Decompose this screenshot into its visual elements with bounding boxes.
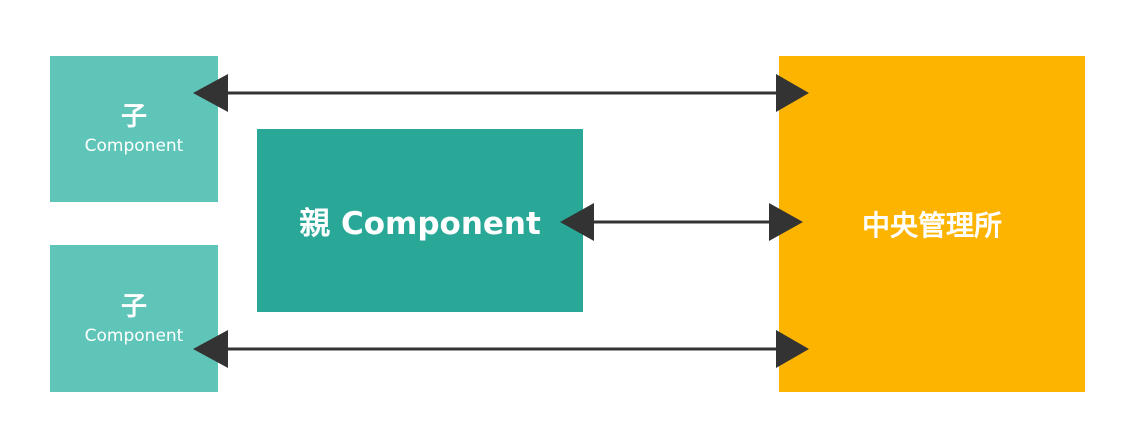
arrow-head-left [560, 203, 594, 241]
parent-component: 親 Component [257, 129, 583, 312]
arrow-head-left [193, 74, 228, 112]
child-component-top: 子 Component [50, 56, 218, 202]
arrow-head-right [776, 74, 809, 112]
arrow-parent-central [560, 203, 803, 241]
child-component-bottom: 子 Component [50, 245, 218, 392]
arrow-child-top-central [193, 74, 809, 112]
child-component-top-title: 子 [120, 102, 147, 132]
central-store: 中央管理所 [779, 56, 1085, 392]
arrow-child-bottom-central [193, 330, 809, 368]
child-component-bottom-subtitle: Component [84, 325, 184, 346]
child-component-top-subtitle: Component [84, 136, 184, 156]
parent-component-label: 親 Component [299, 206, 541, 242]
child-component-bottom-title: 子 [120, 291, 147, 322]
arrow-head-right [776, 330, 809, 368]
arrow-head-left [193, 330, 228, 368]
arrow-head-right [769, 203, 803, 241]
central-store-label: 中央管理所 [861, 209, 1002, 242]
